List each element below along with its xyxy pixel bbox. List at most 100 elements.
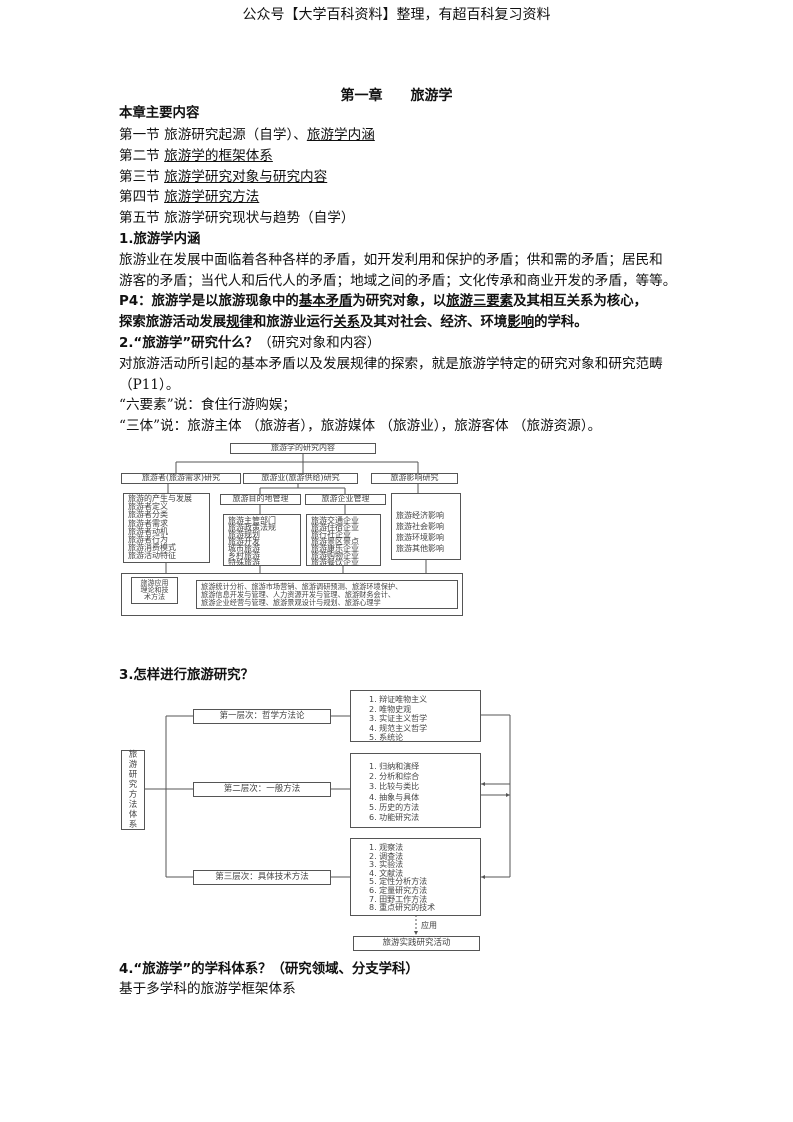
section-link[interactable]: 旅游学内涵 [306,127,375,143]
t: 探索旅游活动发展 [119,315,227,330]
section1-heading: 1.旅游学内涵 [119,232,201,247]
root-box: 旅游研究方法体系 [121,750,145,830]
paragraph: “三体”说：旅游主体 （旅游者），旅游媒体 （旅游业），旅游客体 （旅游资源）。 [119,418,602,434]
list-item: 旅游经济影响 [396,511,444,520]
level-box: 第一层次：哲学方法论 [193,709,331,724]
methods-label-box: 旅游应用理论和技术方法 [131,577,178,604]
list-item: 1. 归纳和演绎 [369,762,420,771]
t: P4：旅游学是以旅游现象中的 [119,294,299,309]
section-text: 旅游学研究现状与趋势（自学） [164,210,355,227]
section4-heading: 4.“旅游学”的学科体系？（研究领域、分支学科） [119,962,419,977]
chapter-title: 第一章 旅游学 [0,85,793,105]
connector-lines [145,714,511,935]
paragraph: （P11）。 [119,377,180,393]
outline-item: 第四节 旅游学研究方法 [119,187,259,207]
outline-item: 第五节 旅游学研究现状与趋势（自学） [119,208,354,228]
t: 为研究对象，以 [352,294,447,309]
list-item: 6. 功能研究法 [369,813,420,823]
level-box: 第三层次：具体技术方法 [193,870,331,885]
level-box: 第二层次：一般方法 [193,782,331,797]
heading-sub: （研究对象和内容） [258,335,381,351]
page-header: 公众号【大学百科资料】整理，有超百科复习资料 [242,7,551,23]
list-item: 旅游交通企业 [311,516,359,525]
list-item: 旅游住宿企业 [311,523,359,532]
list-item: 旅游规划 [228,530,260,539]
list-item: 6. 定量研究方法 [369,885,428,895]
list-item: 旅游社会影响 [396,522,444,531]
outline-item: 第三节 旅游学研究对象与研究内容 [119,167,327,187]
list-item: 2. 分析和综合 [369,772,420,782]
list-item: 1. 观察法 [369,843,404,852]
dest-items-box: 旅游主管部门旅游政策法规旅游规划旅游开发城市旅游乡村旅游特殊旅游 [223,514,301,567]
list-item: 旅游消费模式 [128,543,176,553]
branch-box: 旅游影响研究 [371,473,458,484]
list-item: 旅游统计分析、旅游市场营销、旅游调研预测、旅游环境保护、 [201,582,403,591]
list-item: 旅行社企业 [311,530,351,539]
branch-box: 旅游者(旅游需求)研究 [121,473,241,484]
list-item: 1. 辩证唯物主义 [369,695,428,704]
chapter-name: 旅游学 [410,88,453,104]
section-number: 第三节 [119,168,160,185]
t: 的学科。 [534,315,588,330]
research-method-diagram: 旅游研究方法体系 第一层次：哲学方法论 第二层次：一般方法 第三层次：具体技术方… [118,685,518,955]
paragraph: 对旅游活动所引起的基本矛盾以及发展规律的探索，就是旅游学特定的研究对象和研究范畴 [119,356,663,372]
t: 和旅游业运行 [252,315,334,330]
list-item: 旅游餐饮企业 [311,558,359,567]
list-item: 旅游的产生与发展 [128,494,192,503]
list-item: 旅游信息开发与管理、人力资源开发与管理、旅游财务会计、 [201,590,396,599]
list-item: 3. 比较与类比 [369,782,420,792]
chapter-number: 第一章 [340,88,383,104]
ent-items-box: 旅游交通企业旅游住宿企业旅行社企业旅游景区景点旅游康乐企业旅游购物企业旅游餐饮企… [306,514,381,567]
dest-mgmt-box: 旅游目的地管理 [220,494,301,505]
list-item: 旅游主管部门 [228,516,276,525]
list-item: 3. 实证主义哲学 [369,714,428,723]
list-item: 5. 系统论 [369,733,404,742]
research-content-diagram: 旅游学的研究内容 旅游者(旅游需求)研究 旅游业(旅游供给)研究 旅游影响研究 … [118,440,468,620]
heading-text: 2.“旅游学”研究什么？ [119,336,259,351]
section-text: 旅游研究起源（自学）、 [164,127,307,143]
outline-heading: 本章主要内容 [119,106,200,121]
t: 及其对社会、经济、环境 [360,315,508,330]
practice-box: 旅游实践研究活动 [353,936,480,951]
apply-label: 应用 [421,921,437,930]
paragraph: 旅游业在发展中面临着各种各样的矛盾，如开发利用和保护的矛盾；供和需的矛盾；居民和 [119,252,663,268]
tourist-items-box: 旅游的产生与发展旅游者定义旅游者分类旅游者需求旅游者动机旅游者行为旅游消费模式旅… [123,493,210,563]
list-item: 旅游企业经营与管理、旅游景观设计与规划、旅游心理学 [201,598,381,607]
definition-line-2: 探索旅游活动发展规律和旅游业运行关系及其对社会、经济、环境影响的学科。 [119,313,588,333]
section2-heading: 2.“旅游学”研究什么？（研究对象和内容） [119,333,380,354]
list-item: 旅游者需求 [128,518,168,528]
list-item: 旅游者分类 [128,510,168,520]
section-number: 第四节 [119,189,160,206]
list-item: 旅游购物企业 [311,551,359,560]
section-link[interactable]: 旅游学研究对象与研究内容 [164,168,328,185]
methods-list-box: 旅游统计分析、旅游市场营销、旅游调研预测、旅游环境保护、旅游信息开发与管理、人力… [196,580,458,609]
paragraph: 基于多学科的旅游学框架体系 [119,981,296,997]
list-item: 4. 规范主义哲学 [369,723,428,733]
list-item: 7. 田野工作方法 [369,894,428,904]
section-number: 第五节 [119,210,160,227]
emphasis: 基本矛盾 [298,294,353,309]
definition-line-1: P4：旅游学是以旅游现象中的基本矛盾为研究对象，以旅游三要素及其相互关系为核心， [119,292,647,312]
section-link[interactable]: 旅游学研究方法 [164,189,260,206]
list-item: 旅游环境影响 [396,533,444,542]
list-item: 旅游政策法规 [228,523,276,532]
list-item: 2. 唯物史观 [369,704,412,714]
list-item: 旅游景区景点 [311,537,359,546]
emphasis: 影响 [507,315,535,330]
list-item: 城市旅游 [228,544,260,553]
emphasis: 关系 [333,315,361,330]
paragraph: “六要素”说：食住行游购娱； [119,397,297,413]
section-number: 第二节 [119,147,160,164]
list-item: 3. 实验法 [369,860,404,870]
list-item: 旅游开发 [228,537,260,546]
outline-item: 第二节 旅游学的框架体系 [119,146,273,166]
section-link[interactable]: 旅游学的框架体系 [164,147,273,164]
list-item: 旅游活动特征 [128,551,176,561]
section-number: 第一节 [119,127,160,143]
list-item: 2. 调查法 [369,851,404,861]
branch-box: 旅游业(旅游供给)研究 [243,473,358,484]
list-item: 8. 重点研究的技术 [369,903,436,913]
